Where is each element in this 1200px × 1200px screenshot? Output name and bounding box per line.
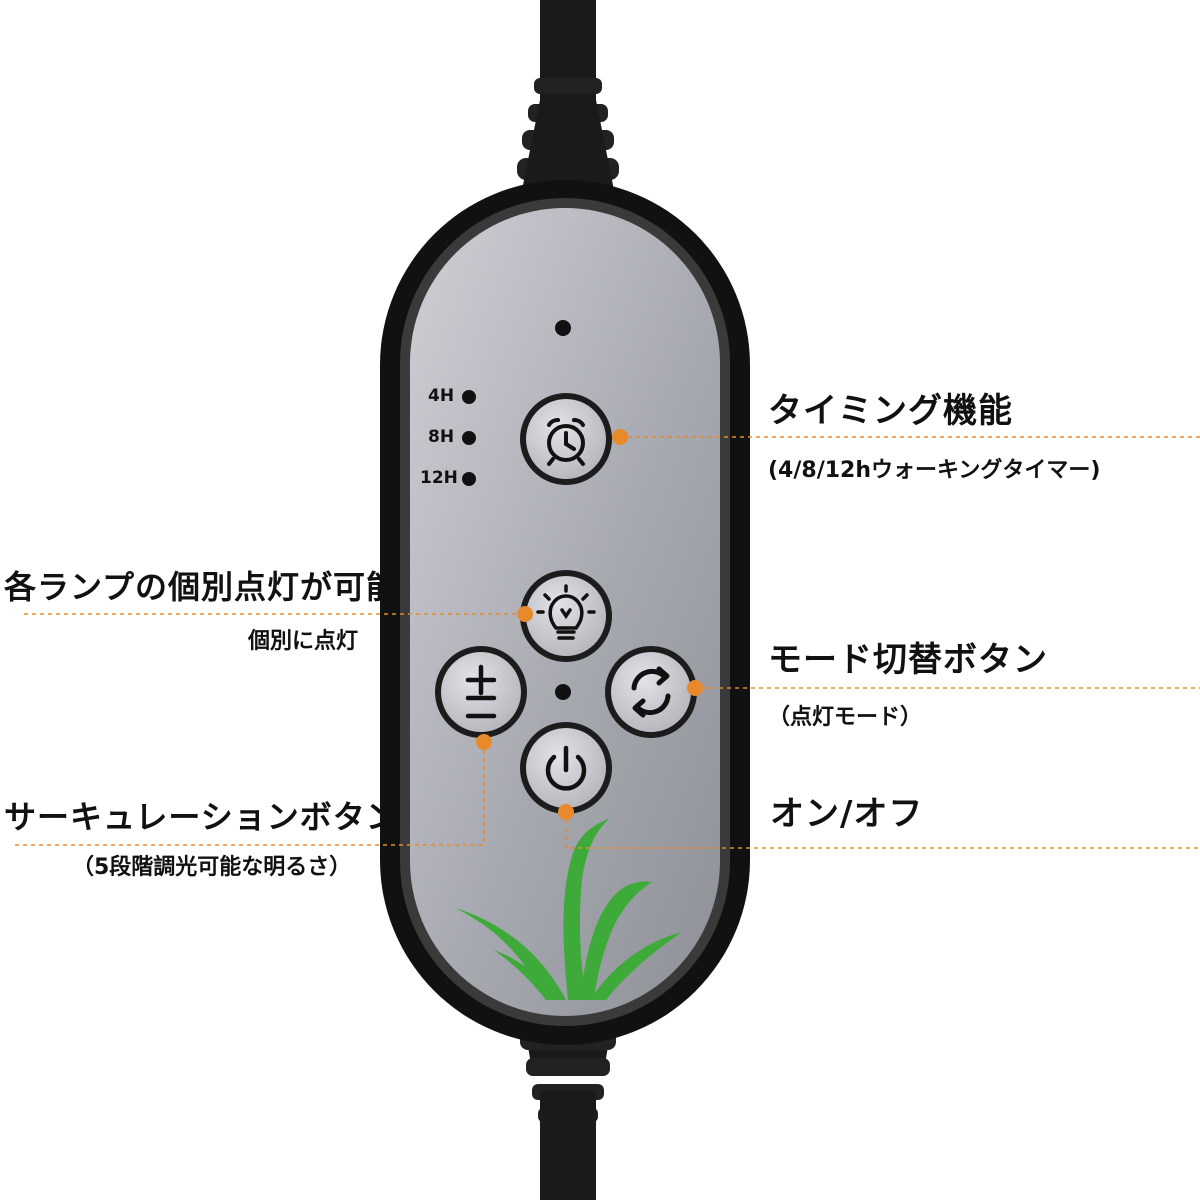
onoff-title: オン/オフ — [770, 794, 924, 834]
timer-button[interactable] — [520, 393, 612, 485]
leader-lines — [14, 436, 1200, 849]
leader-line-onoff — [565, 812, 1200, 849]
timer-label-8h: 8H — [428, 427, 455, 447]
timer-led-12h — [462, 472, 476, 486]
timer-label-12h: 12H — [420, 468, 458, 488]
timing-subtitle: (4/8/12hウォーキングタイマー) — [768, 458, 1101, 483]
mode-title: モード切替ボタン — [768, 640, 1048, 680]
individual-subtitle: 個別に点灯 — [248, 629, 359, 654]
center-led — [555, 684, 571, 700]
power-icon — [545, 745, 587, 791]
mode-button[interactable] — [605, 646, 697, 738]
power-button[interactable] — [520, 722, 612, 814]
status-led — [555, 320, 571, 336]
light-button[interactable] — [520, 570, 612, 662]
cycle-arrows-icon — [631, 666, 671, 718]
leader-line-circulation — [14, 742, 485, 846]
dimmer-button[interactable] — [435, 646, 527, 738]
circulation-subtitle: （5段階調光可能な明るさ） — [72, 855, 352, 880]
alarm-clock-icon — [547, 418, 585, 466]
circulation-title: サーキュレーションボタン — [4, 798, 399, 836]
timing-title: タイミング機能 — [768, 391, 1013, 431]
light-bulb-icon — [536, 584, 596, 640]
individual-title: 各ランプの個別点灯が可能 — [4, 568, 400, 606]
leader-dots — [476, 429, 703, 820]
plus-minus-icon — [465, 664, 497, 719]
top-cable — [517, 0, 619, 190]
plant-graphic — [455, 818, 682, 1000]
timer-led-8h — [462, 431, 476, 445]
mode-subtitle: （点灯モード） — [768, 705, 923, 730]
timer-led-4h — [462, 390, 476, 404]
timer-label-4h: 4H — [428, 386, 455, 406]
